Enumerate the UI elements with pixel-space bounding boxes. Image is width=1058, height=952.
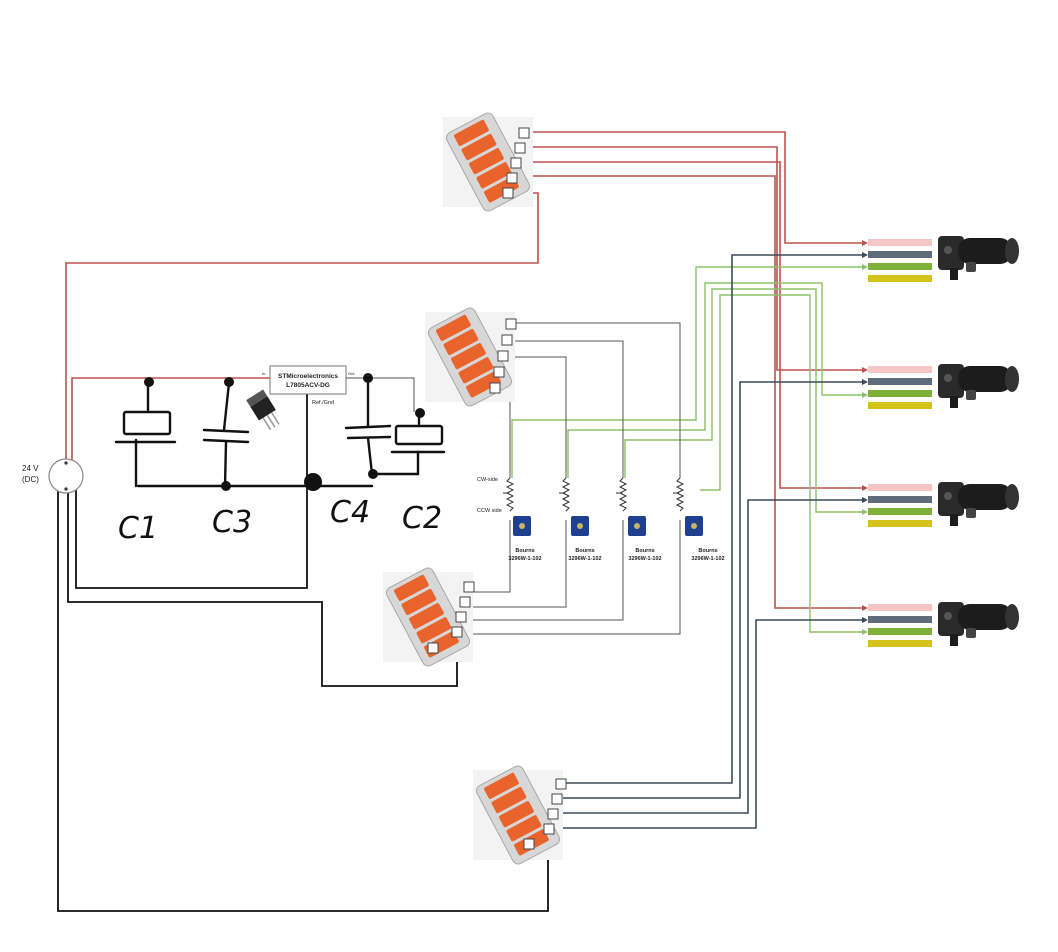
regulator-package-icon (246, 389, 280, 431)
wires-green (511, 266, 866, 633)
circuit-junctions (144, 373, 425, 491)
capacitor-label-c3: C3 (212, 505, 252, 540)
pot-cw-side-label: CW-side (477, 477, 498, 483)
pot-1-part: 3296W-1-102 (508, 556, 541, 562)
pot-2-brand: Bourns (575, 548, 594, 554)
capacitor-label-c4: C4 (330, 495, 370, 530)
potentiometer-4[interactable]: Bourns 3296W-1-102 (673, 477, 725, 562)
regulator-pin-out: Out (348, 371, 355, 376)
wago-connector-ground[interactable] (382, 565, 475, 669)
potentiometer-1[interactable]: Bourns 3296W-1-102 (503, 477, 542, 562)
motor-2[interactable] (868, 364, 1019, 409)
motor-3[interactable] (868, 482, 1019, 527)
voltage-regulator[interactable]: STMicroelectronics L7805ACV-DG In Out Re… (246, 365, 355, 432)
wago-connector-top[interactable] (442, 110, 534, 214)
power-voltage-label: 24 V (22, 464, 39, 473)
wago-connector-bottom[interactable] (472, 763, 567, 867)
regulator-pin-ref: Ref./Gnd (312, 400, 334, 406)
capacitor-label-c1: C1 (118, 511, 158, 546)
lead-arrowheads (862, 240, 868, 635)
motor-4[interactable] (868, 602, 1019, 647)
pot-4-part: 3296W-1-102 (691, 556, 724, 562)
power-source[interactable]: 24 V (DC) (22, 458, 84, 494)
pot-2-part: 3296W-1-102 (568, 556, 601, 562)
wago-connector-signal[interactable] (424, 305, 517, 409)
motor-1[interactable] (868, 236, 1019, 282)
regulator-pin-in: In (262, 371, 265, 376)
pot-ccw-side-label: CCW side (477, 508, 502, 514)
capacitor-labels: C1 C3 C4 C2 (118, 495, 442, 546)
wires-dark (562, 254, 866, 829)
capacitor-label-c2: C2 (402, 501, 442, 536)
power-source-symbol (48, 458, 84, 494)
power-type-label: (DC) (22, 475, 39, 484)
pot-3-part: 3296W-1-102 (628, 556, 661, 562)
pot-3-brand: Bourns (635, 548, 654, 554)
potentiometer-3[interactable]: Bourns 3296W-1-102 (616, 477, 662, 562)
pot-4-brand: Bourns (698, 548, 717, 554)
regulator-part: L7805ACV-DG (286, 382, 330, 389)
pot-1-brand: Bourns (515, 548, 534, 554)
wires-red (65, 131, 866, 609)
potentiometer-2[interactable]: Bourns 3296W-1-102 (559, 477, 602, 562)
regulator-brand: STMicroelectronics (278, 373, 338, 380)
